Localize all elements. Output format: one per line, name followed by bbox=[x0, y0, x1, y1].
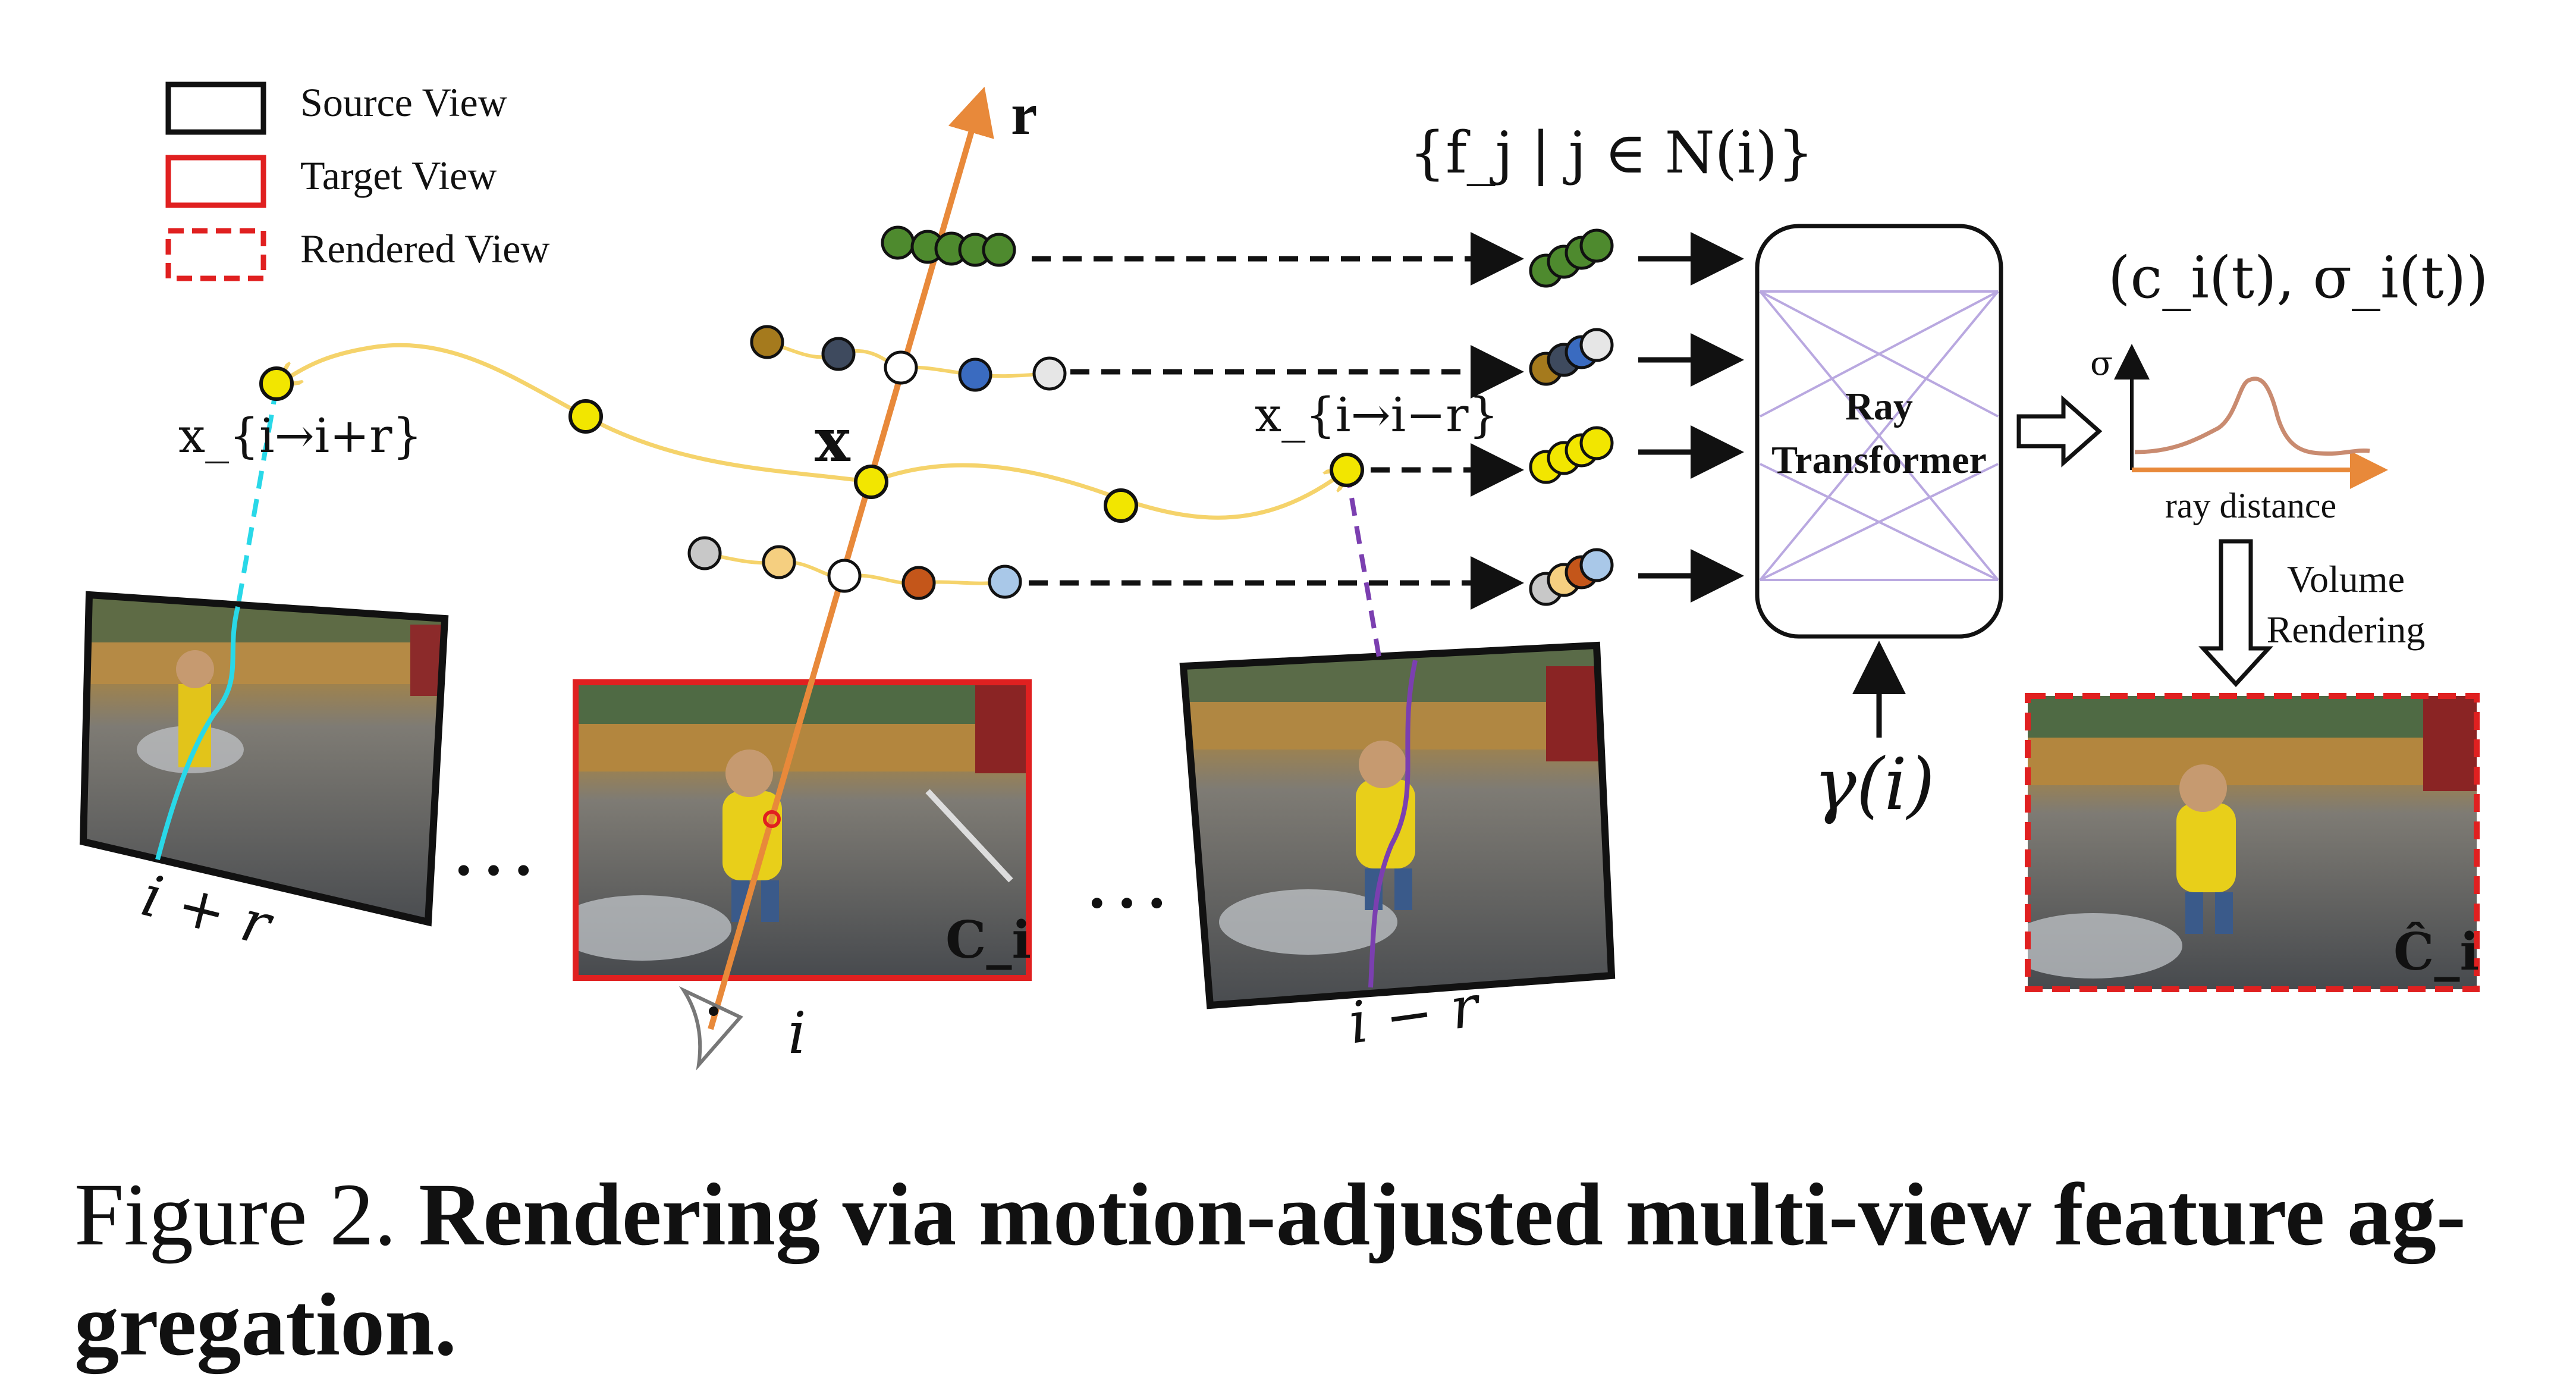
transformer-label-line2: Transformer bbox=[1771, 438, 1987, 482]
point-x bbox=[854, 465, 888, 499]
camera-icon bbox=[678, 986, 743, 1071]
point-x-forward bbox=[259, 366, 294, 401]
feature-row-3 bbox=[687, 536, 1022, 600]
x-forward-label: x_{i→i+r} bbox=[178, 408, 422, 463]
rendered-frame bbox=[2025, 693, 2480, 992]
volume-rendering-line1: Volume bbox=[2287, 558, 2405, 600]
x-backward-label: x_{i→i−r} bbox=[1255, 387, 1499, 443]
ray-distance-label: ray distance bbox=[2165, 486, 2336, 525]
scene-flow-forward bbox=[870, 463, 1347, 520]
density-curve bbox=[2134, 377, 2370, 456]
feature-stack-4 bbox=[1529, 548, 1614, 606]
caption-title: Rendering via motion-adjusted multi-view… bbox=[74, 1165, 2466, 1374]
legend-source-swatch bbox=[165, 81, 266, 135]
epipolar-curve-left bbox=[155, 606, 240, 861]
legend-rendered-label: Rendered View bbox=[300, 226, 550, 271]
source-frame-right bbox=[1179, 641, 1616, 1009]
hollow-arrow-right bbox=[2016, 395, 2103, 468]
ellipsis-right: … bbox=[1082, 828, 1171, 927]
density-plot: (c_i(t), σ_i(t)) σ ray distance bbox=[2090, 244, 2489, 525]
legend-target-label: Target View bbox=[300, 153, 497, 198]
target-frame bbox=[573, 679, 1032, 981]
source-frame-left bbox=[79, 591, 449, 927]
feature-stack-2 bbox=[1529, 328, 1614, 386]
legend: Source View Target View Rendered View bbox=[165, 80, 550, 281]
target-pixel-marker bbox=[763, 810, 781, 828]
legend-source-label: Source View bbox=[300, 80, 507, 125]
flow-midpoint-backward bbox=[568, 399, 603, 434]
hollow-arrow-down bbox=[2198, 539, 2273, 688]
ray-transformer: Ray Transformer bbox=[1755, 224, 2003, 639]
frame-center-label: i bbox=[788, 1000, 806, 1067]
ellipsis-left: … bbox=[449, 795, 538, 894]
feature-row-1 bbox=[881, 225, 1016, 267]
legend-rendered-swatch bbox=[165, 228, 266, 281]
legend-target-swatch bbox=[165, 155, 266, 208]
projection-line-right bbox=[1344, 469, 1382, 661]
flow-midpoint-forward bbox=[1104, 488, 1138, 523]
epipolar-curve-right bbox=[1368, 660, 1418, 988]
x-label: x bbox=[815, 405, 851, 475]
transformer-label-line1: Ray bbox=[1845, 385, 1913, 428]
rendered-image-label: Ĉ_i bbox=[2393, 922, 2479, 982]
projection-line-left bbox=[235, 386, 279, 607]
feature-stack-3 bbox=[1529, 426, 1614, 484]
feature-stack-1 bbox=[1529, 228, 1614, 288]
gamma-label: γ(i) bbox=[1814, 744, 1935, 826]
sigma-axis-label: σ bbox=[2090, 344, 2113, 383]
feature-row-2 bbox=[750, 325, 1067, 392]
point-x-backward bbox=[1330, 453, 1364, 487]
camera-center-icon bbox=[709, 1006, 718, 1016]
caption-prefix: Figure 2. bbox=[74, 1165, 397, 1264]
ray-label: r bbox=[1011, 81, 1037, 147]
volume-rendering-line2: Rendering bbox=[2267, 609, 2426, 651]
feature-set-label: {f_j | j ∈ N(i)} bbox=[1409, 120, 1814, 186]
target-image-label: C_i bbox=[945, 910, 1031, 970]
figure-caption: Figure 2. Rendering via motion-adjusted … bbox=[74, 1160, 2512, 1380]
scene-flow-backward bbox=[279, 343, 872, 484]
output-label: (c_i(t), σ_i(t)) bbox=[2108, 244, 2489, 311]
